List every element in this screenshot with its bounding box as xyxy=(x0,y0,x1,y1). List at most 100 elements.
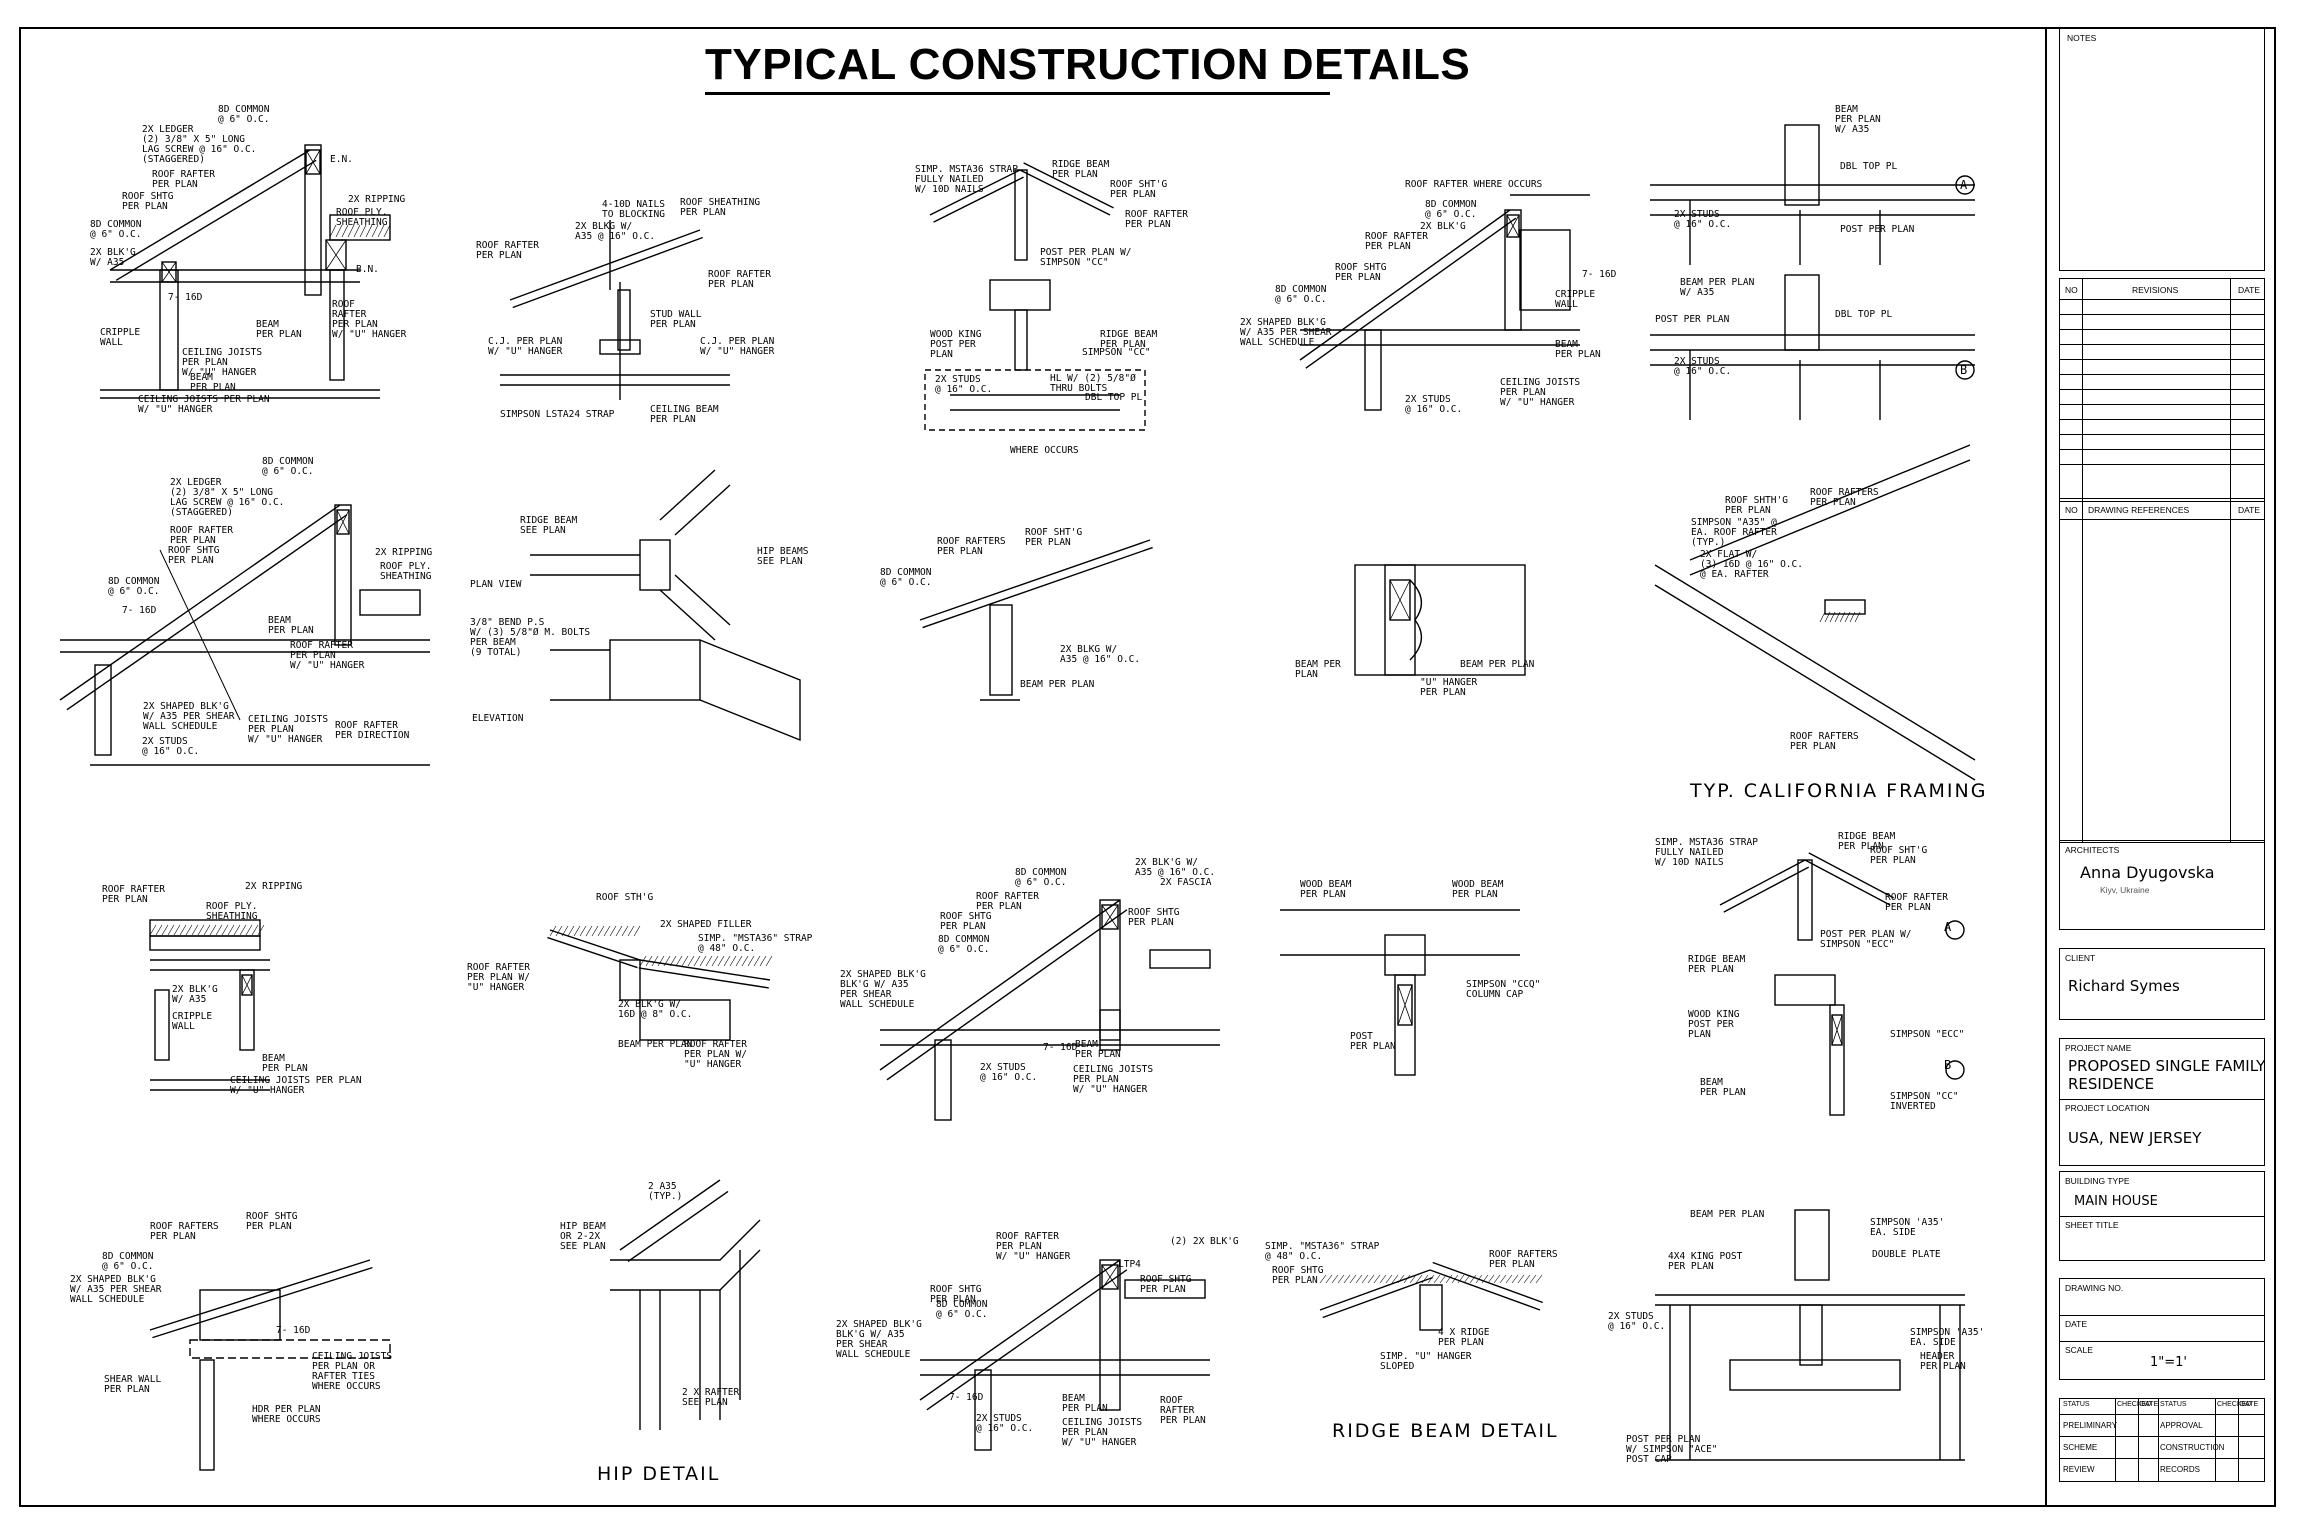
linework xyxy=(610,1219,761,1291)
post xyxy=(1394,974,1416,1076)
status-label: CONSTRUCTION xyxy=(2160,1443,2225,1452)
block xyxy=(1397,984,1413,1026)
block-cross xyxy=(1389,579,1411,621)
building-type: MAIN HOUSE xyxy=(2074,1194,2158,1209)
stud-wall xyxy=(617,289,631,351)
d4-label: 7- 16d xyxy=(1582,269,1617,280)
d8-label: 8d COMMON @ 6" O.C. xyxy=(880,567,932,588)
revision-row xyxy=(2060,434,2264,435)
d13-label: BEAM PER PLAN xyxy=(1075,1039,1121,1060)
revision-row xyxy=(2060,314,2264,315)
revision-row xyxy=(2060,404,2264,405)
post xyxy=(989,604,1013,696)
d5-label: 2x STUDS @ 16" O.C. xyxy=(1674,209,1732,230)
block xyxy=(336,509,350,535)
d19-label: ROOF SHTG PER PLAN xyxy=(1272,1265,1324,1286)
block-cross xyxy=(325,239,347,271)
status-column-line xyxy=(2158,1399,2159,1481)
status-header: STATUS xyxy=(2063,1401,2090,1408)
d18-label: 2x STUDS @ 16" O.C. xyxy=(976,1413,1034,1434)
revisions-date-header: DATE xyxy=(2238,285,2261,295)
block-cross xyxy=(1397,984,1413,1026)
rafter xyxy=(619,1179,729,1263)
d20-label: POST PER PLAN W/ SIMPSON "ACE" POST CAP xyxy=(1626,1434,1718,1465)
rafter xyxy=(1429,1261,1543,1311)
dashed-box xyxy=(924,369,1146,431)
revision-row xyxy=(2060,329,2264,330)
ridge xyxy=(1419,1284,1443,1331)
d6-label: CEILING JOISTS PER PLAN w/ "U" HANGER xyxy=(248,714,329,745)
post xyxy=(1014,309,1028,371)
d8-label: ROOF RAFTERS PER PLAN xyxy=(937,536,1006,557)
references-date-header: DATE xyxy=(2238,505,2261,515)
linework xyxy=(1689,444,1971,576)
d2-label: SIMPSON LSTA24 STRAP xyxy=(500,409,615,420)
d11-label: ROOF PLY. SHEATHING xyxy=(206,901,258,922)
linework xyxy=(150,959,270,971)
block-cross xyxy=(1506,214,1520,238)
stud xyxy=(199,1359,215,1471)
d11-label: CRIPPLE WALL xyxy=(172,1011,213,1032)
d3-label: WHERE OCCURS xyxy=(1010,445,1079,456)
d13-label: ROOF RAFTER PER PLAN xyxy=(976,891,1039,912)
d18-label: ROOF SHTG PER PLAN xyxy=(1140,1274,1192,1295)
d11-label: 2x RIPPING xyxy=(245,881,303,892)
client-label: CLIENT xyxy=(2065,953,2096,963)
project-location: USA, NEW JERSEY xyxy=(2068,1129,2202,1147)
d18-label: 8d COMMON @ 6" O.C. xyxy=(936,1299,988,1320)
status-column-line xyxy=(2238,1399,2239,1481)
fascia xyxy=(1149,949,1211,969)
post xyxy=(1797,859,1813,941)
linework xyxy=(500,374,730,386)
d6-label: ROOF RAFTER PER PLAN w/ "U" HANGER xyxy=(290,640,365,671)
status-header: CHECKED xyxy=(2217,1401,2252,1408)
d1-label: 8d COMMON @ 6" O.C. xyxy=(90,219,142,240)
d1-label: ROOF SHTG PER PLAN xyxy=(122,191,174,212)
d13-label: 2x BLK'G w/ A35 @ 16" O.C. xyxy=(1135,857,1216,878)
d1-label: 2x LEDGER (2) 3/8" x 5" LONG LAG SCREW @… xyxy=(142,124,257,165)
d13-label: ROOF SHTG PER PLAN xyxy=(940,911,992,932)
d15-label: ROOF RAFTER PER PLAN xyxy=(1885,892,1948,913)
caption-ridge-beam-detail: RIDGE BEAM DETAIL xyxy=(1332,1420,1559,1442)
d3-label: POST PER PLAN W/ SIMPSON "CC" xyxy=(1040,247,1132,268)
d11-label: CEILING JOISTS PER PLAN w/ "U" HANGER xyxy=(230,1075,362,1096)
d1-label: B.N. xyxy=(356,264,379,275)
d3-label: HL W/ (2) 5/8"ø THRU BOLTS xyxy=(1050,373,1136,394)
architects-box: ARCHITECTS Anna Dyugovska Kiyv, Ukraine xyxy=(2059,840,2265,930)
architect-location: Kiyv, Ukraine xyxy=(2100,885,2150,895)
rafter xyxy=(547,929,641,969)
rafter xyxy=(509,229,704,309)
d4-label: 2x SHAPED BLK'G W/ A35 PER SHEAR WALL SC… xyxy=(1240,317,1332,348)
d1-label: ROOF PLY. SHEATHING xyxy=(336,207,388,228)
d12-label: BEAM PER PLAN xyxy=(618,1039,693,1050)
rafter xyxy=(919,539,1153,629)
revision-row xyxy=(2060,449,2264,450)
d16-label: HDR PER PLAN WHERE OCCURS xyxy=(252,1404,321,1425)
ledger xyxy=(1099,899,1121,1051)
d3-label: 2x STUDS @ 16" O.C. xyxy=(935,374,993,395)
d12-label: 2x BLK'G W/ 16d @ 8" O.C. xyxy=(618,999,693,1020)
d15-label: B xyxy=(1944,1058,1952,1072)
references-no-header: NO xyxy=(2065,505,2078,515)
d6-label: 2x RIPPING xyxy=(375,547,433,558)
d14-label: WOOD BEAM PER PLAN xyxy=(1300,879,1352,900)
revisions-table: NO REVISIONS DATE xyxy=(2059,278,2265,502)
d7-label: HIP BEAMS SEE PLAN xyxy=(757,546,809,567)
d2-label: C.J. PER PLAN W/ "U" HANGER xyxy=(488,336,563,357)
rafter xyxy=(1299,209,1517,369)
d15-label: BEAM PER PLAN xyxy=(1700,1077,1746,1098)
title-underline xyxy=(705,92,1330,95)
ledger xyxy=(1099,1259,1121,1411)
d19-label: SIMP. "MSTA36" STRAP @ 48" O.C. xyxy=(1265,1241,1380,1262)
d2-label: STUD WALL PER PLAN xyxy=(650,309,702,330)
linework xyxy=(699,639,801,742)
d1-label: ROOF RAFTER PER PLAN w/ "U" HANGER xyxy=(332,299,407,340)
references-header: DRAWING REFERENCES xyxy=(2088,505,2190,515)
callout-A xyxy=(1945,920,1965,940)
rafter xyxy=(929,169,1024,223)
block xyxy=(1506,214,1520,238)
d10-label: ROOF RAFTERS PER PLAN xyxy=(1790,731,1859,752)
d20-label: 2x STUDS @ 16" O.C. xyxy=(1608,1311,1666,1332)
d15-label: SIMPSON "CC" INVERTED xyxy=(1890,1091,1959,1112)
